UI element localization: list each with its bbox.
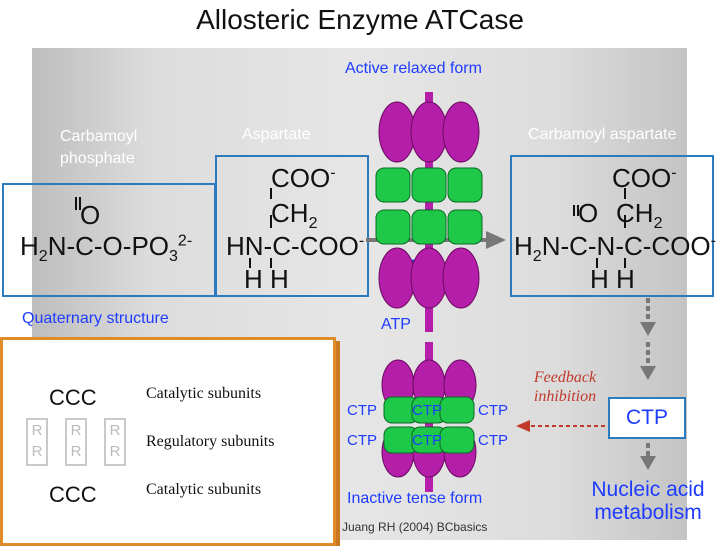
active-regulatory-subunit bbox=[375, 167, 411, 203]
aspartate-backbone: HN-C-COO- bbox=[226, 231, 365, 261]
aspartate-box bbox=[215, 155, 369, 297]
ctp-binding-label: CTP bbox=[347, 432, 377, 449]
ctp-binding-label: CTP bbox=[478, 432, 508, 449]
ctp-binding-label: CTP bbox=[478, 402, 508, 419]
product-oxygen: O bbox=[578, 198, 599, 228]
carbamoyl-aspartate-label: Carbamoyl aspartate bbox=[528, 126, 677, 143]
ctp-product-box: CTP bbox=[608, 397, 686, 439]
legend-catalytic-top-text: Catalytic subunits bbox=[146, 385, 262, 402]
active-regulatory-subunit bbox=[411, 167, 447, 203]
subunit-legend bbox=[0, 337, 336, 546]
product-hydrogens: H H bbox=[590, 264, 635, 294]
legend-catalytic-top: CCC bbox=[49, 385, 97, 410]
atp-label: ATP bbox=[381, 316, 411, 333]
legend-catalytic-bottom: CCC bbox=[49, 482, 97, 507]
page-title: Allosteric Enzyme ATCase bbox=[196, 4, 524, 35]
aspartate-coo: COO- bbox=[271, 163, 336, 193]
active-catalytic-subunit bbox=[442, 247, 480, 309]
quaternary-structure-label: Quaternary structure bbox=[22, 310, 169, 327]
product-box bbox=[510, 155, 714, 297]
ctp-binding-label: CTP bbox=[347, 402, 377, 419]
legend-catalytic-bottom-text: Catalytic subunits bbox=[146, 481, 262, 498]
carbamoyl-phosphate-label: Carbamoyl phosphate bbox=[60, 128, 138, 167]
ctp-binding-label: CTP bbox=[412, 432, 442, 449]
legend-regulatory-text: Regulatory subunits bbox=[146, 433, 275, 450]
product-coo: COO- bbox=[612, 163, 677, 193]
nucleic-acid-label: Nucleic acid metabolism bbox=[591, 478, 705, 524]
aspartate-ch2: CH2 bbox=[271, 198, 318, 233]
carbamoyl-phosphate-formula: H2N-C-O-PO32- bbox=[20, 231, 193, 266]
active-regulatory-subunit bbox=[447, 209, 483, 245]
aspartate-hydrogens: H H bbox=[244, 264, 289, 294]
product-backbone: H2N-C-N-C-COO- bbox=[514, 231, 716, 266]
inactive-regulatory-subunit bbox=[439, 426, 475, 454]
aspartate-label: Aspartate bbox=[242, 126, 311, 143]
active-catalytic-subunit bbox=[442, 101, 480, 163]
active-regulatory-subunit bbox=[375, 209, 411, 245]
inactive-form-label: Inactive tense form bbox=[347, 490, 483, 507]
active-regulatory-subunit bbox=[447, 167, 483, 203]
citation: Juang RH (2004) BCbasics bbox=[342, 520, 488, 534]
product-ch2: CH2 bbox=[616, 198, 663, 233]
feedback-inhibition-label: Feedback inhibition bbox=[533, 369, 597, 405]
carbamoyl-oxygen: O bbox=[80, 200, 101, 230]
active-form-label: Active relaxed form bbox=[345, 60, 482, 77]
ctp-binding-label: CTP bbox=[412, 402, 442, 419]
active-regulatory-subunit bbox=[411, 209, 447, 245]
inactive-regulatory-subunit bbox=[439, 396, 475, 424]
